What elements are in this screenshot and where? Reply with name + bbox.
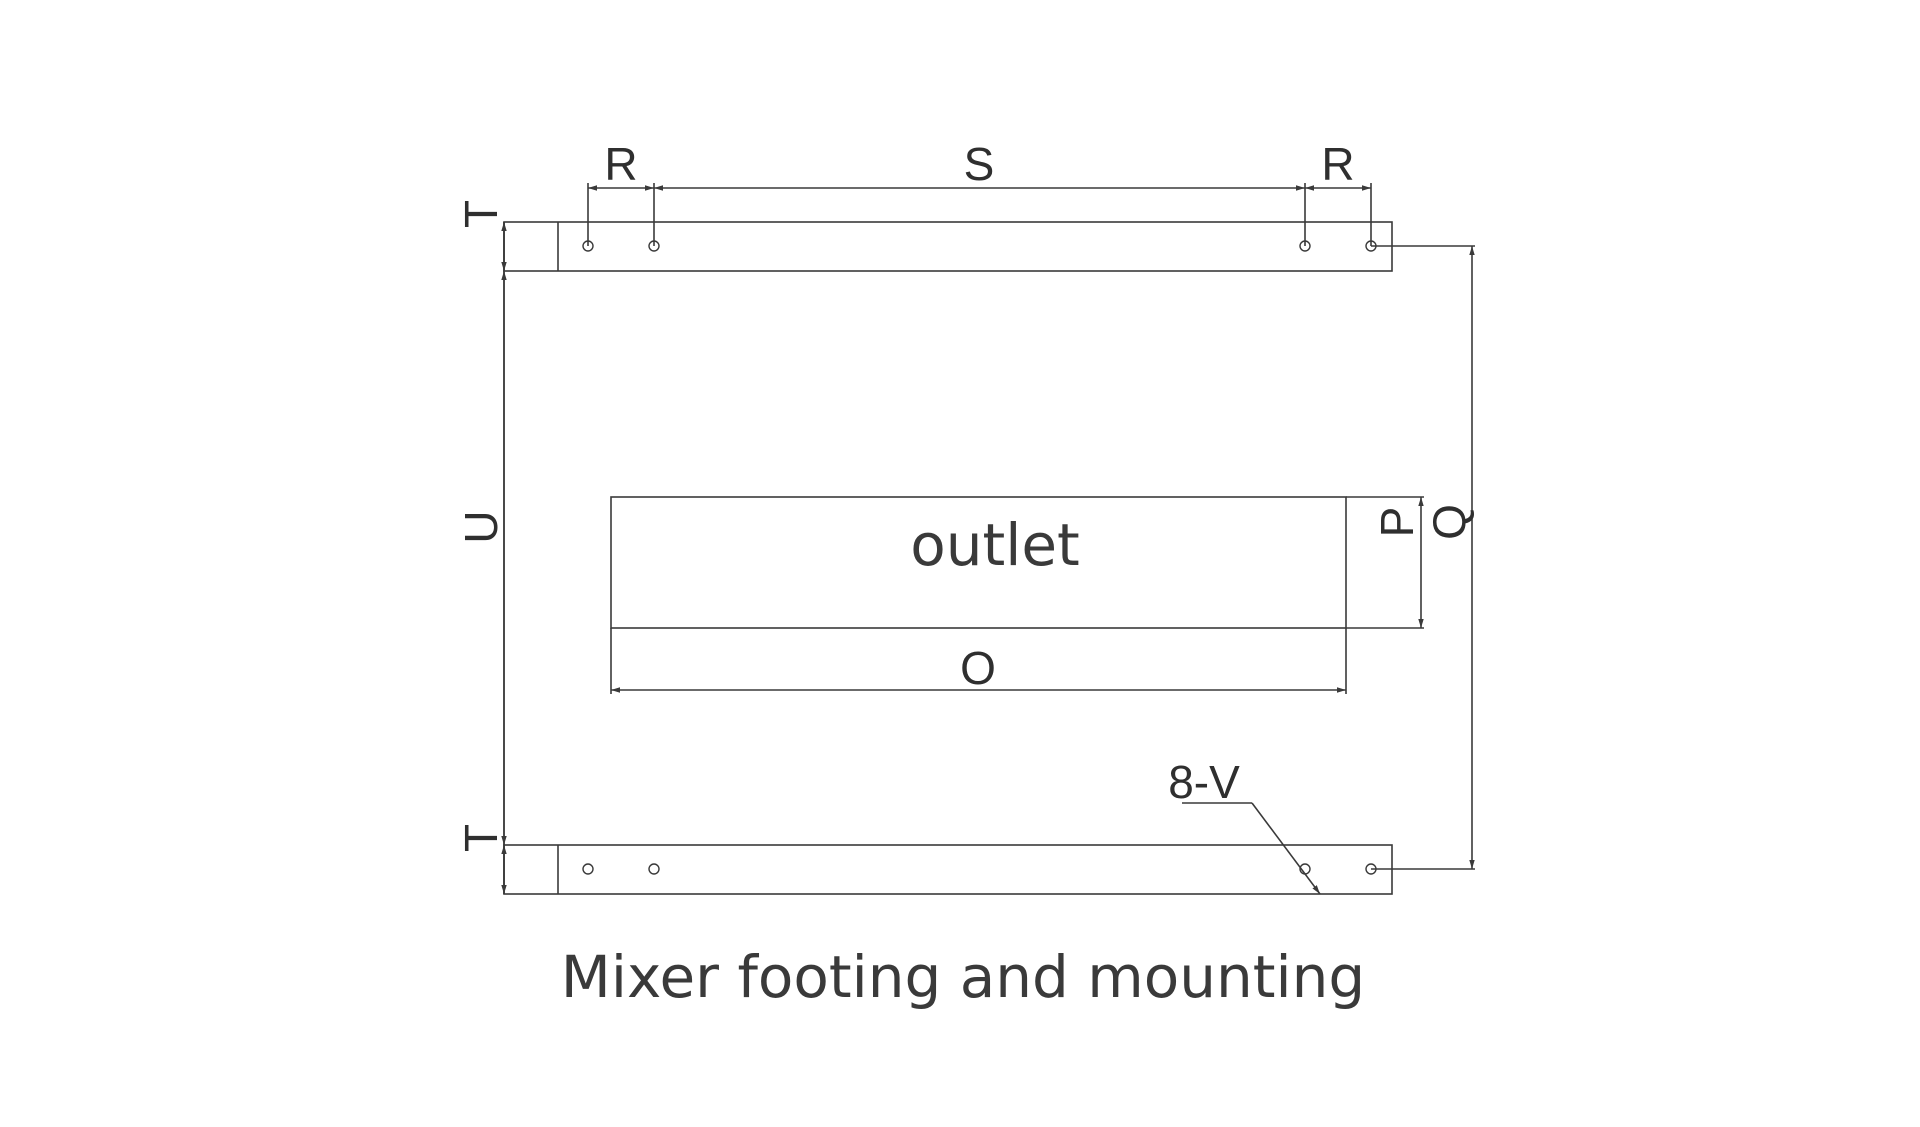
dimension-q: Q xyxy=(1423,504,1475,540)
dimension-o: O xyxy=(960,642,996,694)
dimension-t-top: T xyxy=(455,200,507,228)
outlet-box: outlet xyxy=(610,496,1347,629)
outlet-height-dimension: P xyxy=(1346,496,1424,629)
top-dimension-chain: R S R xyxy=(587,138,1372,246)
diagram-caption: Mixer footing and mounting xyxy=(561,943,1365,1011)
outlet-label: outlet xyxy=(910,511,1080,579)
outlet-width-dimension: O xyxy=(610,628,1347,694)
dimension-s: S xyxy=(964,138,995,190)
hole-callout-label: 8-V xyxy=(1168,756,1240,808)
dimension-p: P xyxy=(1371,507,1423,538)
bottom-hole-1 xyxy=(582,863,594,875)
top-footing-rail xyxy=(503,221,1393,272)
dimension-r-left: R xyxy=(604,138,637,190)
bottom-hole-2 xyxy=(648,863,660,875)
dimension-u: U xyxy=(455,510,507,543)
left-dimension-chain: T U T xyxy=(455,200,507,894)
hole-callout: 8-V xyxy=(1168,756,1321,895)
dimension-r-right: R xyxy=(1321,138,1354,190)
dimension-t-bottom: T xyxy=(455,824,507,852)
hole-spacing-dimension: Q xyxy=(1371,245,1475,870)
bottom-footing-rail xyxy=(503,844,1393,895)
